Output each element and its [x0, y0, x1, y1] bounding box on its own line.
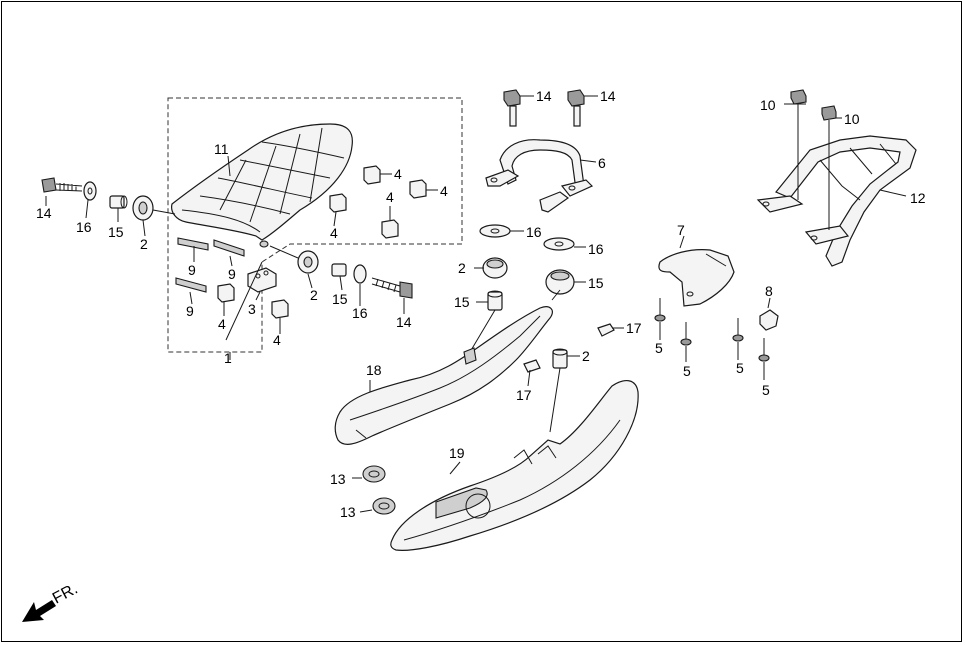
collar-right [331, 263, 347, 277]
rear-carrier [756, 135, 917, 267]
label-14-top-a: 14 [536, 88, 552, 104]
seat [171, 123, 353, 248]
label-19: 19 [449, 445, 465, 461]
leader-collars [469, 289, 561, 433]
label-15-center-r: 15 [588, 275, 604, 291]
grommet-center-left [482, 257, 508, 279]
label-4-a: 4 [394, 166, 402, 182]
label-5-a: 5 [655, 340, 663, 356]
washer-16-a [479, 224, 511, 238]
rubber-block-group [217, 165, 427, 319]
label-4-b: 4 [440, 183, 448, 199]
rear-cover [658, 249, 735, 307]
screw-5-d [758, 338, 770, 362]
label-6: 6 [598, 155, 606, 171]
label-2-center: 2 [458, 260, 466, 276]
front-direction-indicator: FR. [22, 580, 81, 622]
label-16-left: 16 [76, 219, 92, 235]
seat-assembly-group-outline [167, 97, 463, 353]
grommet-13-a [362, 465, 386, 483]
handle-bracket [485, 139, 594, 213]
washer-16-b [543, 237, 575, 251]
label-5-b: 5 [683, 363, 691, 379]
bolt-10-a [790, 89, 807, 200]
front-arrow-icon [22, 600, 56, 622]
label-7: 7 [677, 222, 685, 238]
label-17-a: 17 [626, 320, 642, 336]
label-12: 12 [910, 190, 926, 206]
label-13-a: 13 [330, 471, 346, 487]
label-16-b: 16 [588, 241, 604, 257]
bolt-top-1 [503, 89, 521, 127]
label-18: 18 [366, 362, 382, 378]
screw-5-c [732, 318, 744, 342]
label-1: 1 [224, 350, 232, 366]
screw-5-a [654, 298, 666, 322]
label-4-f: 4 [273, 332, 281, 348]
label-4-c: 4 [386, 189, 394, 205]
collar-center-right [552, 348, 568, 369]
label-16-right: 16 [352, 305, 368, 321]
label-10-a: 10 [760, 97, 776, 113]
clip-17-b [523, 359, 541, 373]
direction-label: FR. [50, 580, 81, 607]
grommet-13-b [372, 497, 396, 515]
label-9-a: 9 [188, 262, 196, 278]
grommet-right [297, 250, 319, 274]
label-9-b: 9 [228, 266, 236, 282]
label-14-left: 14 [36, 205, 52, 221]
pad-group [175, 237, 245, 293]
label-15-right: 15 [332, 291, 348, 307]
leader-lines [45, 95, 907, 513]
label-3: 3 [248, 301, 256, 317]
side-cover-right [390, 380, 639, 551]
label-2-lower: 2 [582, 348, 590, 364]
collar-center-left [487, 290, 503, 311]
bolt-right [371, 277, 413, 299]
label-16-a: 16 [526, 224, 542, 240]
nut-8 [759, 309, 779, 331]
clip-17-a [597, 323, 615, 337]
bolt-10-b [821, 105, 837, 230]
bracket-3 [247, 267, 277, 293]
label-15-left: 15 [108, 224, 124, 240]
label-4-d: 4 [330, 225, 338, 241]
washer-left [83, 181, 97, 201]
label-2-right: 2 [310, 287, 318, 303]
leader-seat-right [269, 245, 299, 259]
label-15-center-l: 15 [454, 294, 470, 310]
label-14-right: 14 [396, 314, 412, 330]
label-9-c: 9 [186, 303, 194, 319]
label-5-c: 5 [736, 360, 744, 376]
screw-5-b [680, 322, 692, 346]
label-11: 11 [214, 141, 229, 157]
label-4-e: 4 [218, 316, 226, 332]
part-labels: 11 4 4 4 4 9 9 9 3 4 4 1 14 16 15 2 2 15… [36, 88, 926, 520]
label-14-top-b: 14 [600, 88, 616, 104]
label-2-left: 2 [140, 236, 148, 252]
bolt-left [41, 177, 83, 193]
bolt-top-2 [567, 89, 585, 127]
side-cover-left [334, 306, 553, 445]
leader-seat-left [152, 209, 176, 215]
label-5-d: 5 [762, 382, 770, 398]
collar-left [109, 195, 128, 209]
label-13-b: 13 [340, 504, 356, 520]
label-10-b: 10 [844, 111, 860, 127]
washer-right [353, 264, 367, 284]
label-17-b: 17 [516, 387, 532, 403]
label-8: 8 [765, 283, 773, 299]
grommet-left [132, 195, 154, 221]
